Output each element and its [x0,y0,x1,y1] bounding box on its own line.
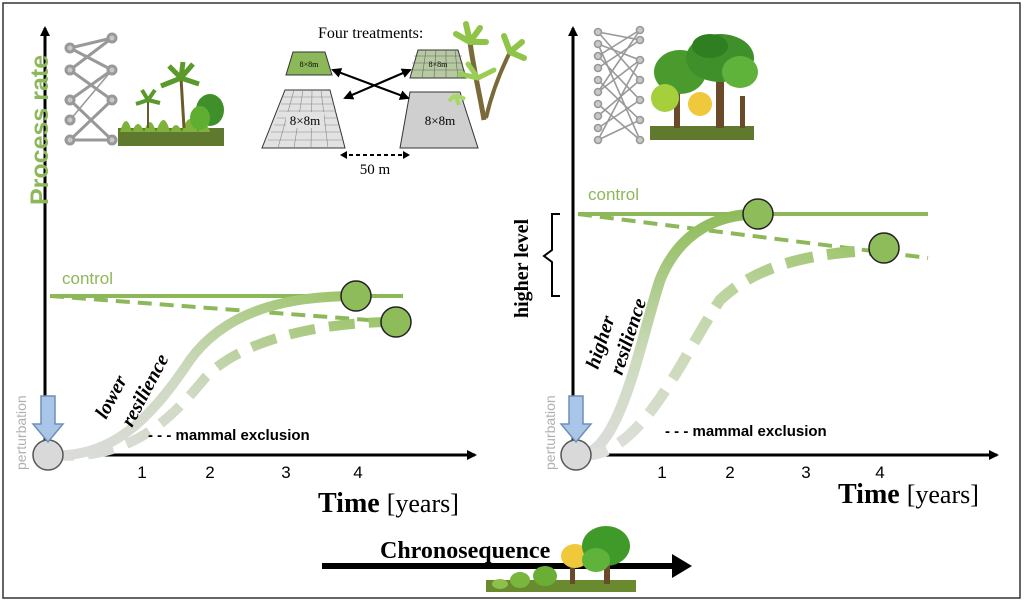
left-control-dashed-line [49,294,396,324]
left-exclusion-endpoint [380,306,412,338]
higher-level-brace [542,213,560,297]
right-control-endpoint [742,198,774,230]
tree-seedling-icon [447,21,527,121]
distance-arrow-left-head [340,151,347,159]
left-time-unit: [years] [387,489,459,518]
chronosequence-arrowhead [672,554,692,578]
distance-arrow-right-head [403,151,410,159]
cross-arrow-2b [343,69,411,100]
large-plot-2-label: 8×8m [425,113,455,128]
right-perturbation-arrow-icon [559,395,593,444]
right-control-label: control [588,185,639,204]
right-recovery-curve [570,208,764,461]
old-forest-icon [650,34,758,140]
chronosequence-label: Chronosequence [380,538,551,564]
distance-label: 50 m [360,162,391,178]
right-start-point [560,439,592,471]
small-plot-1-label: 8×8m [300,60,320,69]
left-control-endpoint [340,280,372,312]
young-forest-icon [118,61,224,146]
chronosequence: Chronosequence [322,526,692,592]
left-exclusion-curve [47,317,396,461]
higher-level-label: higher level [511,218,533,318]
right-time-unit: [years] [907,480,979,509]
right-tick-3: 3 [801,463,810,482]
treatments-inset: Four treatments: 8×8m 8×8m 8×8m [261,21,527,178]
small-plot-2: 8×8m [409,49,467,79]
treatments-title: Four treatments: [318,25,423,42]
right-tick-2: 2 [725,463,734,482]
right-time-label: Time [years] [838,479,979,510]
left-tick-4: 4 [353,463,362,482]
left-start-point [32,439,64,471]
right-exclusion-label: - - - mammal exclusion [665,423,827,440]
left-tick-2: 2 [205,463,214,482]
small-plot-2-label: 8×8m [429,60,449,69]
left-network-icon [64,32,118,146]
large-plot-1-label: 8×8m [290,113,320,128]
right-time-bold: Time [838,479,900,510]
y-axis-label: Process rate [26,55,54,205]
left-exclusion-label: - - - mammal exclusion [148,427,310,444]
left-perturbation-arrow-icon [31,395,65,444]
left-control-label: control [62,269,113,288]
right-panel: control higher level higher resilience -… [511,25,999,510]
right-exclusion-endpoint [868,232,900,264]
right-tick-1: 1 [657,463,666,482]
left-tick-3: 3 [281,463,290,482]
large-plot-2 [399,91,479,149]
right-network-icon [593,25,645,145]
right-exclusion-curve [579,244,884,461]
left-perturbation-label: perturbation [13,395,29,470]
right-tick-4: 4 [875,463,884,482]
right-perturbation-label: perturbation [542,395,558,470]
left-time-label: Time [years] [318,488,459,519]
left-tick-1: 1 [137,463,146,482]
forest-succession-icon [486,526,636,592]
cross-arrow-1b [331,68,409,99]
left-time-bold: Time [318,488,380,519]
large-plot-1: 8×8m [261,89,346,149]
left-panel: Process rate control lower resilience - … [13,26,477,519]
